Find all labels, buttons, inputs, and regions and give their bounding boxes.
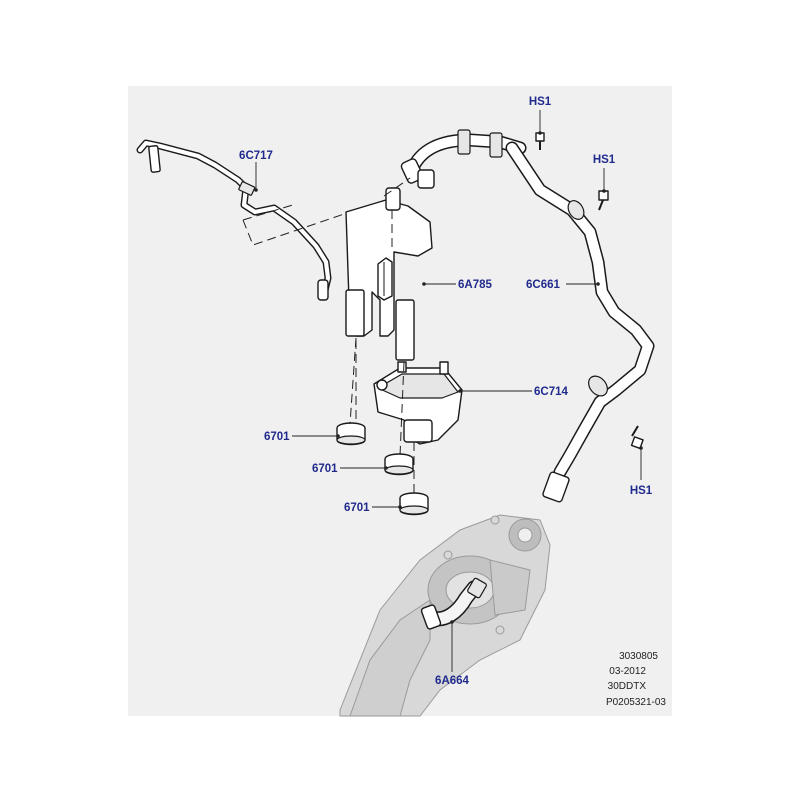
alignment-dashed-line-6C717 bbox=[242, 203, 351, 246]
callout-hs1-mid: HS1 bbox=[593, 154, 616, 166]
reference-line-4: P0205321-03 bbox=[606, 697, 666, 708]
callout-hs1-bottom: HS1 bbox=[630, 485, 653, 497]
reference-line-2: 03-2012 bbox=[609, 666, 646, 677]
callout-6A785: 6A785 bbox=[458, 279, 492, 291]
reference-line-1: 3030805 bbox=[619, 651, 658, 662]
callout-6701-b: 6701 bbox=[312, 463, 338, 475]
breather-pipe-6C661 bbox=[505, 141, 655, 503]
bolt-hs1-bottom bbox=[630, 425, 644, 450]
bolt-hs1-top bbox=[535, 132, 545, 150]
callout-hs1-top: HS1 bbox=[529, 96, 552, 108]
callout-6C717: 6C717 bbox=[239, 150, 273, 162]
callout-6A664: 6A664 bbox=[435, 675, 469, 687]
alignment-dashed-line-upper bbox=[383, 177, 411, 197]
leader-lines bbox=[254, 110, 643, 672]
callout-6701-c: 6701 bbox=[344, 502, 370, 514]
callout-6C661: 6C661 bbox=[526, 279, 560, 291]
bolt-hs1-mid bbox=[598, 190, 609, 211]
seal-6701-a bbox=[336, 422, 366, 446]
breather-pipe-6C717 bbox=[136, 139, 332, 301]
seal-6701-c bbox=[399, 492, 429, 516]
connector-hose-upper bbox=[400, 129, 527, 189]
separator-housing-6C714 bbox=[373, 361, 463, 445]
alignment-dashed-line-seals bbox=[349, 337, 415, 494]
callout-6701-a: 6701 bbox=[264, 431, 290, 443]
oil-separator-6A785 bbox=[345, 187, 433, 420]
outlet-hose-6A664 bbox=[420, 577, 487, 630]
seal-6701-b bbox=[384, 453, 414, 476]
reference-line-3: 30DDTX bbox=[608, 681, 647, 692]
callout-6C714: 6C714 bbox=[534, 386, 568, 398]
